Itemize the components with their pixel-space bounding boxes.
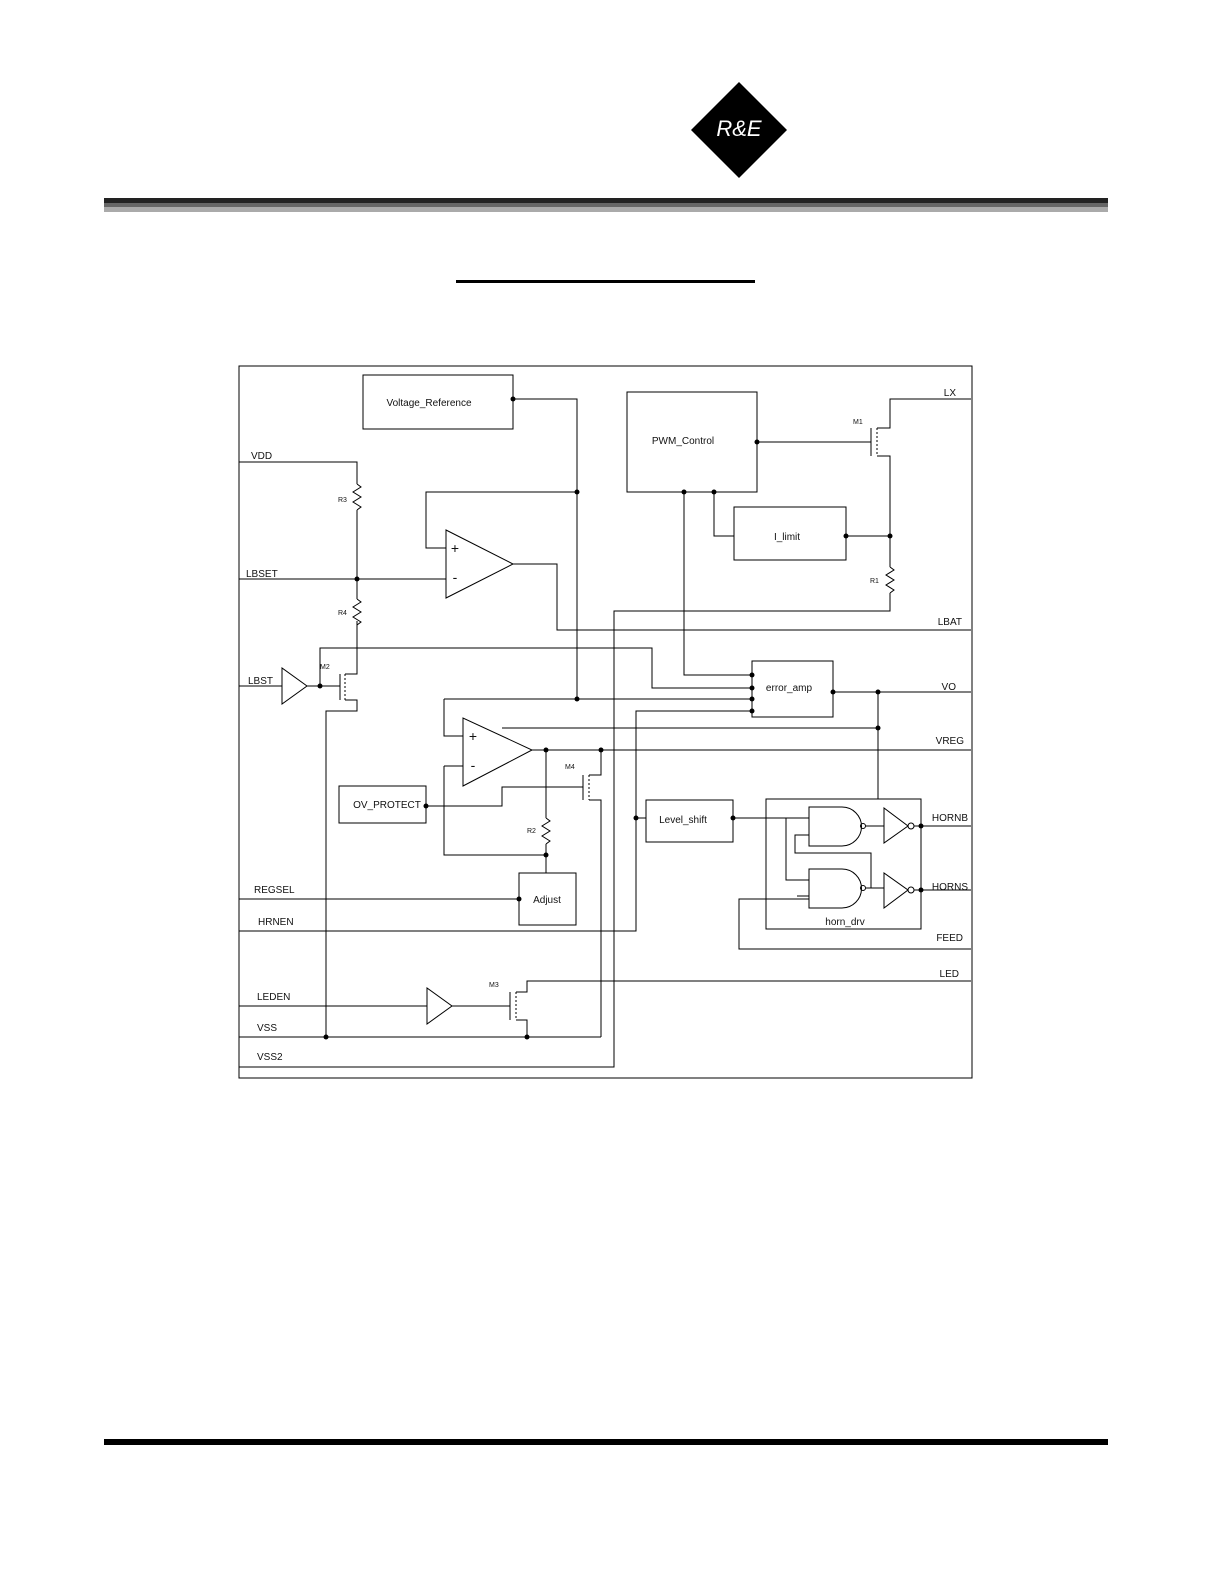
label-r2: R2 [527, 828, 536, 835]
block-error-amp: error_amp [766, 683, 813, 694]
pin-vreg: VREG [936, 736, 965, 747]
title-underline [456, 280, 755, 283]
block-level-shift: Level_shift [659, 815, 707, 826]
logo-text: R&E [716, 116, 762, 141]
footer-rule [104, 1439, 1108, 1445]
opamp1-plus: + [451, 540, 459, 556]
label-r3: R3 [338, 497, 347, 504]
pin-vo: VO [942, 682, 957, 693]
pin-lbat: LBAT [938, 617, 962, 628]
label-m4: M4 [565, 764, 575, 771]
block-horn-drv: horn_drv [825, 917, 864, 928]
label-r4: R4 [338, 610, 347, 617]
pin-vss2: VSS2 [257, 1052, 283, 1063]
pin-leden: LEDEN [257, 992, 290, 1003]
label-m3: M3 [489, 982, 499, 989]
pin-hrnen: HRNEN [258, 917, 294, 928]
pin-feed: FEED [936, 933, 963, 944]
header-rule [104, 198, 1108, 212]
block-pwm-control: PWM_Control [652, 436, 714, 447]
block-voltage-reference: Voltage_Reference [386, 398, 472, 409]
block-i-limit: I_limit [774, 532, 800, 543]
pin-lbst: LBST [248, 676, 273, 687]
opamp1-minus: - [453, 569, 458, 585]
pin-led: LED [940, 969, 959, 980]
label-m2: M2 [320, 664, 330, 671]
pin-vdd: VDD [251, 451, 272, 462]
pin-horns: HORNS [932, 882, 968, 893]
pin-lbset: LBSET [246, 569, 278, 580]
pin-lx: LX [944, 388, 957, 399]
opamp2-plus: + [469, 728, 477, 744]
pin-regsel: REGSEL [254, 885, 295, 896]
label-r1: R1 [870, 578, 879, 585]
pin-hornb: HORNB [932, 813, 968, 824]
block-ov-protect: OV_PROTECT [353, 800, 421, 811]
opamp2-minus: - [471, 757, 476, 773]
pin-vss: VSS [257, 1023, 277, 1034]
block-adjust: Adjust [533, 895, 561, 906]
label-m1: M1 [853, 419, 863, 426]
company-logo [691, 82, 787, 178]
